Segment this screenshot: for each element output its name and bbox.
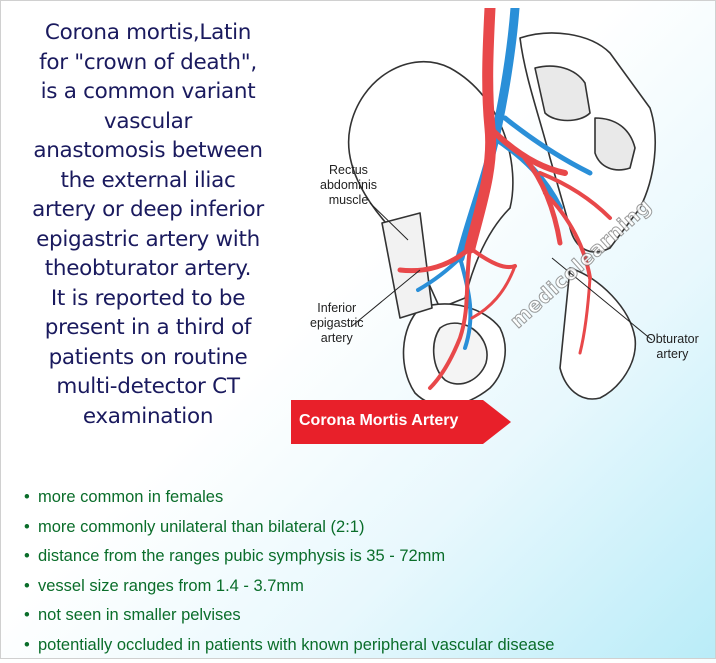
- vertebra: [534, 65, 591, 122]
- callout-label: Corona Mortis Artery: [299, 412, 459, 429]
- facts-list: • more common in females • more commonly u…: [24, 485, 554, 663]
- intro-line: for "crown of death",: [39, 49, 257, 75]
- fact-item: • vessel size ranges from 1.4 - 3.7mm: [24, 574, 554, 604]
- fact-item: • not seen in smaller pelvises: [24, 603, 554, 633]
- intro-line: anastomosis between: [33, 138, 263, 163]
- label-rectus-abdominis: Rectus abdominis muscle: [320, 163, 377, 207]
- intro-line: Corona mortis,Latin: [44, 20, 252, 45]
- bullet-icon: •: [24, 517, 30, 536]
- label-obturator: Obturator artery: [646, 332, 699, 361]
- fact-text: vessel size ranges from 1.4 - 3.7mm: [38, 576, 304, 595]
- bullet-icon: •: [24, 488, 30, 506]
- intro-line: epigastric artery with: [36, 226, 260, 252]
- vertebra: [594, 117, 636, 171]
- fact-text: more common in females: [38, 488, 224, 506]
- intro-line: artery or deep inferior: [32, 197, 264, 222]
- intro-line: multi-detector CT: [56, 374, 240, 399]
- callout-arrow: [291, 400, 511, 444]
- pelvis-illustration: [347, 2, 656, 407]
- fact-text: distance from the ranges pubic symphysis…: [38, 547, 446, 566]
- fact-text: potentially occluded in patients with kn…: [38, 635, 555, 654]
- arteries: [397, 2, 612, 390]
- intro-line: theobturator artery.: [44, 256, 252, 281]
- bullet-icon: •: [24, 547, 30, 566]
- intro-line: the external iliac: [60, 167, 236, 193]
- fact-text: not seen in smaller pelvises: [38, 606, 241, 625]
- fact-item: • potentially occluded in patients with k…: [24, 633, 554, 663]
- bullet-icon: •: [24, 635, 30, 654]
- fact-item: • more commonly unilateral than bilateral…: [24, 515, 554, 545]
- intro-line: present in a third of: [44, 315, 252, 340]
- intro-line: examination: [82, 403, 214, 429]
- corona-mortis-callout: Corona Mortis Artery: [291, 400, 511, 444]
- rectus-muscle: [381, 212, 433, 319]
- leader-lines: [351, 202, 653, 341]
- intro-line: It is reported to be: [50, 285, 246, 311]
- label-inferior-epigastric: Inferior epigastric artery: [310, 301, 364, 345]
- bullet-icon: •: [24, 606, 30, 625]
- fact-item: • distance from the ranges pubic symphysi…: [24, 544, 554, 574]
- intro-line: vascular: [103, 108, 193, 134]
- pelvis-diagram: Rectus abdominis muscle Inferior epigast…: [290, 2, 716, 428]
- fact-text: more commonly unilateral than bilateral …: [38, 517, 365, 536]
- ischial-bone: [559, 267, 637, 400]
- fact-item: • more common in females: [24, 485, 554, 515]
- intro-line: patients on routine: [48, 344, 248, 370]
- intro-line: is a common variant: [40, 79, 256, 104]
- intro-text: Corona mortis,Latin for "crown of death"…: [8, 18, 288, 431]
- bullet-icon: •: [24, 576, 30, 595]
